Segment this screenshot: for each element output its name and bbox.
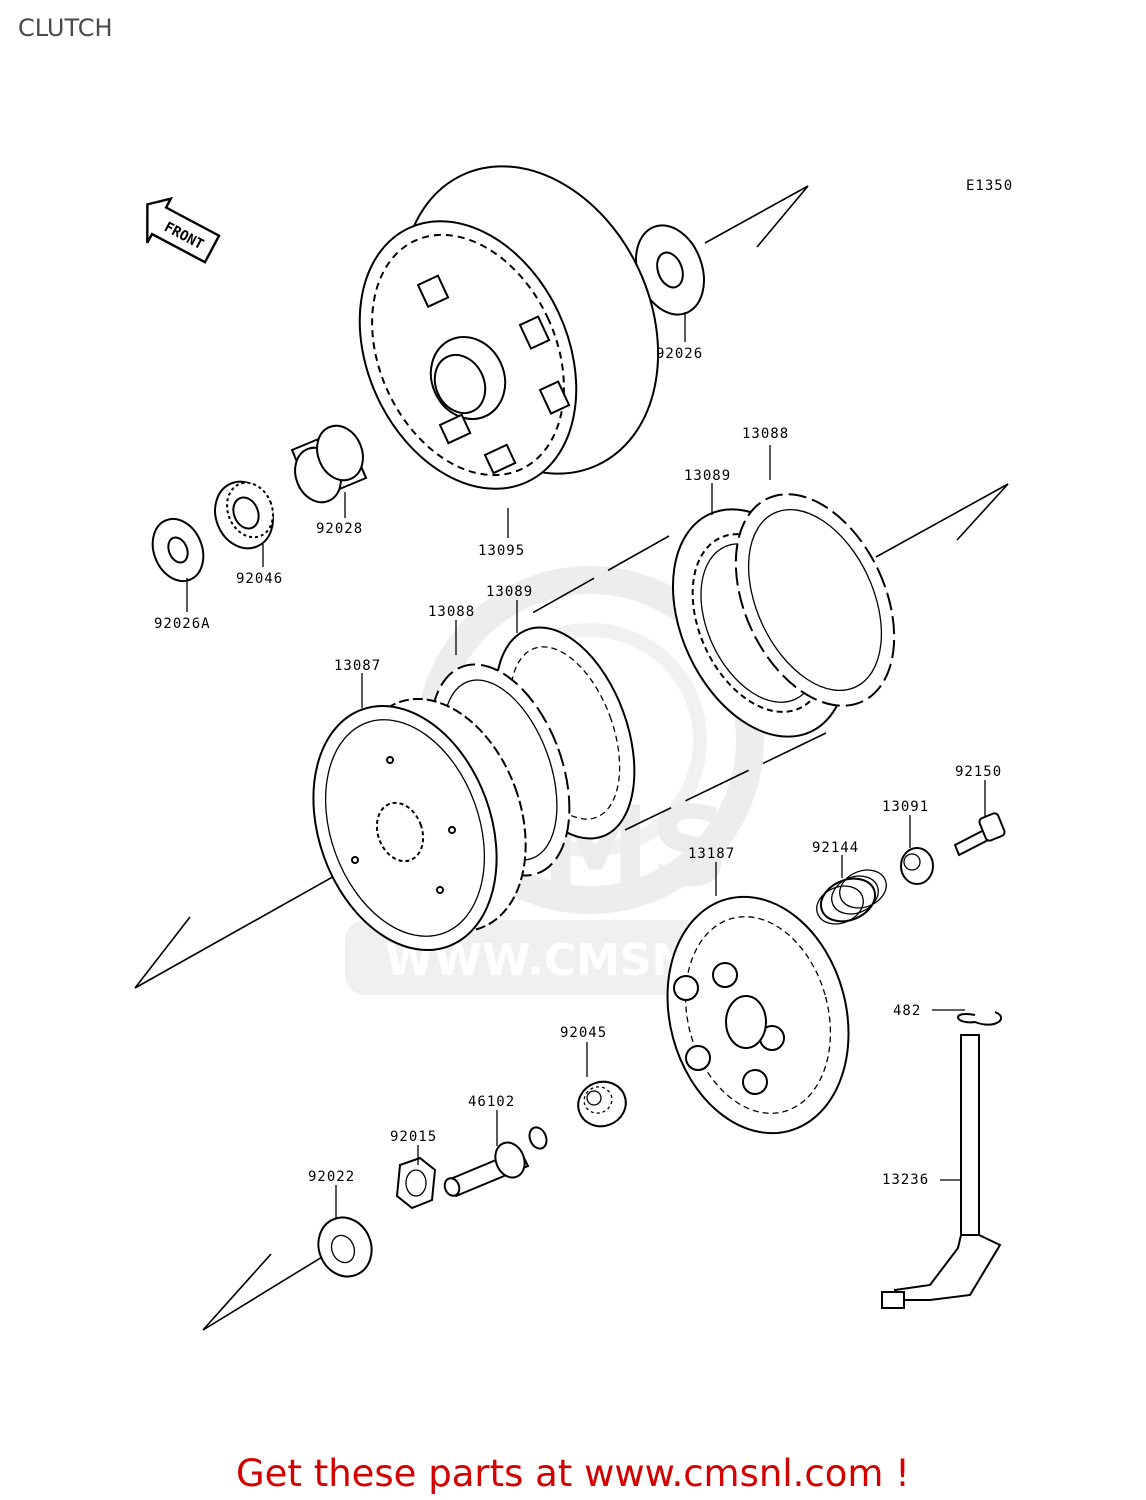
bearing-92045 xyxy=(577,1080,627,1128)
nut-92015 xyxy=(395,1156,437,1210)
part-label-92046: 92046 xyxy=(236,571,283,587)
part-label-92028: 92028 xyxy=(316,521,363,537)
part-label-13089-top: 13089 xyxy=(684,468,731,484)
clutch-housing-13095 xyxy=(358,165,660,490)
diagram-title: CLUTCH xyxy=(18,14,113,42)
washer-92022 xyxy=(317,1216,373,1278)
sleeve-92028 xyxy=(290,424,368,504)
part-label-92022: 92022 xyxy=(308,1169,355,1185)
lever-13236 xyxy=(881,1034,1002,1309)
part-labels: 92026 13095 92028 92046 92026A 13088 130… xyxy=(154,346,1002,1188)
pressure-plate-13187 xyxy=(666,895,850,1135)
part-label-92026A: 92026A xyxy=(154,616,211,632)
part-label-13089-mid: 13089 xyxy=(486,584,533,600)
clutch-hub-13087 xyxy=(312,697,527,952)
part-label-46102: 46102 xyxy=(468,1094,515,1110)
spring-92144 xyxy=(816,869,887,925)
bolt-92150 xyxy=(953,812,1006,857)
part-label-13095: 13095 xyxy=(478,543,525,559)
part-label-92026: 92026 xyxy=(656,346,703,362)
part-label-13236: 13236 xyxy=(882,1172,929,1188)
part-label-13187: 13187 xyxy=(688,846,735,862)
part-label-482: 482 xyxy=(893,1003,921,1019)
part-label-13091: 13091 xyxy=(882,799,929,815)
steel-plate-13088-top xyxy=(734,493,896,707)
figure-code: E1350 xyxy=(966,178,1013,194)
part-label-92144: 92144 xyxy=(812,840,859,856)
part-label-92015: 92015 xyxy=(390,1129,437,1145)
washer-92026A xyxy=(151,517,205,583)
footer-promo-link[interactable]: Get these parts at www.cmsnl.com ! xyxy=(235,1452,910,1495)
pushrod-46102 xyxy=(443,1126,548,1198)
part-label-13088-mid: 13088 xyxy=(428,604,475,620)
washer-92026 xyxy=(635,224,705,316)
circlip-482 xyxy=(957,1011,1003,1026)
needle-bearing-92046 xyxy=(214,480,274,550)
part-label-92045: 92045 xyxy=(560,1025,607,1041)
part-label-13087: 13087 xyxy=(334,658,381,674)
front-arrow-icon: FRONT xyxy=(146,196,221,264)
part-label-92150: 92150 xyxy=(955,764,1002,780)
spacer-13091 xyxy=(900,847,934,885)
part-label-13088-top: 13088 xyxy=(742,426,789,442)
